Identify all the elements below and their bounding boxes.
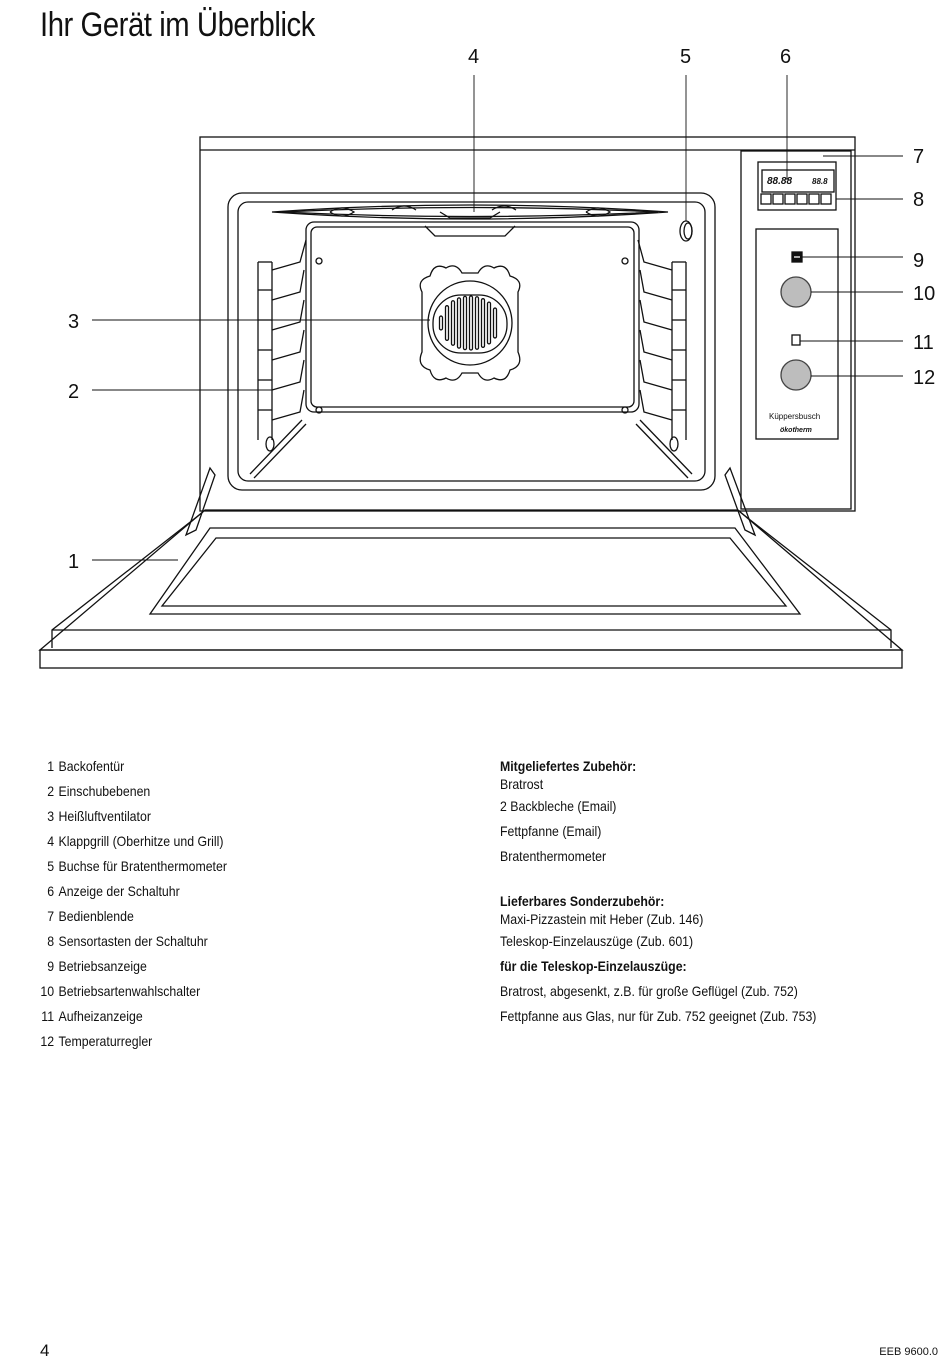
callout-8: 8 [913, 189, 924, 211]
page-title: Ihr Gerät im Überblick [40, 6, 315, 44]
page-number: 4 [40, 1341, 50, 1360]
callout-7: 7 [913, 146, 924, 168]
document-id: EEB 9600.0 [879, 1346, 938, 1358]
optional-item: Maxi-Pizzastein mit Heber (Zub. 146) [500, 911, 704, 927]
fan-slot [456, 297, 462, 349]
callout-12: 12 [913, 367, 935, 389]
optional-heading: Lieferbares Sonderzubehör: [500, 893, 665, 909]
fan-slot [486, 301, 492, 345]
callout-2: 2 [68, 381, 79, 403]
included-item: Fettpfanne (Email) [500, 823, 602, 839]
oven-diagram: 88.88 88.8 Küppersbusch ökotherm 4 5 6 7… [38, 46, 935, 669]
fan-housing [419, 265, 521, 381]
fan-slot [462, 295, 468, 351]
sensor-keys [760, 193, 832, 205]
included-item: Bratrost [500, 776, 544, 792]
callout-5: 5 [680, 46, 691, 68]
telescope-item: Bratrost, abgesenkt, z.B. für große Gefl… [500, 983, 798, 999]
shelf-rack-left [249, 239, 307, 479]
timer-digits-right: 88.8 [812, 177, 828, 186]
temperature-knob [780, 359, 812, 391]
telescope-item: Fettpfanne aus Glas, nur für Zub. 752 ge… [500, 1008, 817, 1024]
heating-indicator [791, 334, 801, 346]
oven-door [38, 509, 904, 651]
fan-slot [444, 305, 450, 341]
callout-11: 11 [913, 332, 934, 354]
telescope-heading: für die Teleskop-Einzelauszüge: [500, 958, 687, 974]
operating-indicator [791, 251, 803, 263]
fan-slot [492, 307, 498, 339]
callout-9: 9 [913, 250, 924, 272]
oven-rear-wall [305, 221, 640, 413]
control-panel [740, 150, 852, 510]
callout-10: 10 [913, 283, 935, 305]
shelf-rack-right [635, 239, 693, 479]
fan-slot [480, 298, 486, 348]
fan-slot [438, 315, 444, 331]
oven-cavity-frame [227, 192, 716, 491]
mode-selector-knob [780, 276, 812, 308]
brand-name: Küppersbusch [769, 412, 820, 421]
optional-item: Teleskop-Einzelauszüge (Zub. 601) [500, 933, 694, 949]
fan-slot [474, 296, 480, 350]
brand-line: ökotherm [780, 427, 812, 434]
timer-digits-left: 88.88 [767, 176, 792, 187]
timer-display [761, 169, 835, 193]
grill-element [271, 204, 669, 237]
callout-4: 4 [468, 46, 479, 68]
accessories-list: Mitgeliefertes Zubehör: Bratrost 2 Backb… [500, 757, 816, 1032]
callout-3: 3 [68, 311, 79, 333]
callout-1: 1 [68, 551, 79, 573]
included-heading: Mitgeliefertes Zubehör: [500, 758, 637, 774]
included-item: Bratenthermometer [500, 848, 607, 864]
fan-slot [450, 300, 456, 346]
fan-slot [468, 295, 474, 351]
oven-cabinet [199, 136, 856, 512]
included-item: 2 Backbleche (Email) [500, 798, 617, 814]
callout-6: 6 [780, 46, 791, 68]
